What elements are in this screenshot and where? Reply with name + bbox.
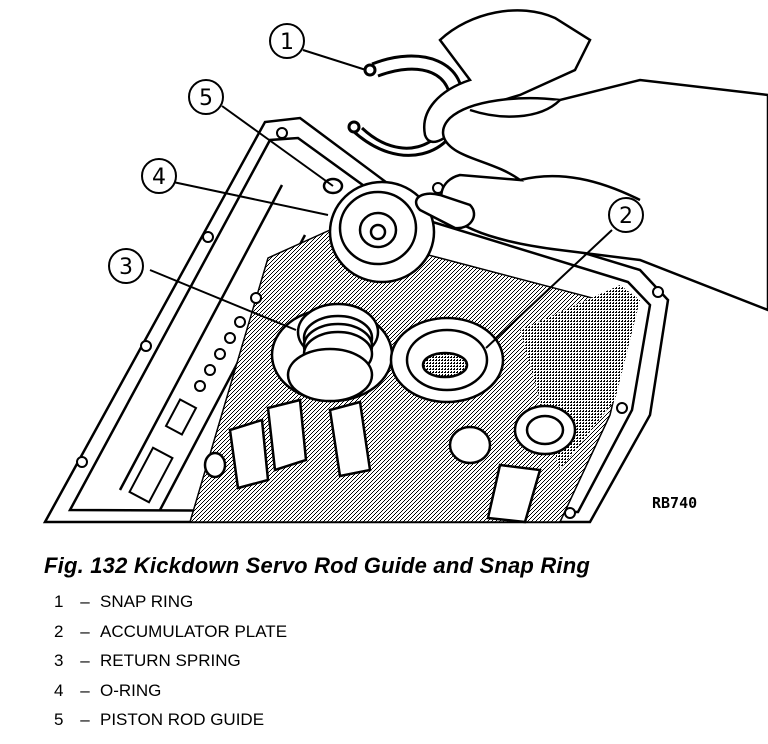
legend-dash: – <box>80 592 90 611</box>
legend-dash: – <box>80 651 90 670</box>
legend-item: 2–ACCUMULATOR PLATE <box>54 622 287 652</box>
legend-label: ACCUMULATOR PLATE <box>100 621 288 641</box>
piston-rod-guide <box>322 177 436 284</box>
svg-text:5: 5 <box>199 86 213 111</box>
callout-5: 5 <box>188 79 224 115</box>
legend-item: 1–SNAP RING <box>54 592 287 622</box>
callout-2: 2 <box>608 197 644 233</box>
svg-text:2: 2 <box>619 204 633 229</box>
diagram-illustration: 1 2 3 4 5 RB740 <box>42 9 768 524</box>
svg-text:4: 4 <box>152 165 166 190</box>
svg-text:1: 1 <box>280 30 294 55</box>
legend-number: 3 <box>54 651 64 670</box>
legend-item: 4–O-RING <box>54 681 287 711</box>
return-spring <box>270 302 394 403</box>
legend-dash: – <box>80 680 90 700</box>
legend-number: 4 <box>54 680 64 700</box>
legend-number: 2 <box>54 621 64 641</box>
valve-fittings <box>203 398 577 524</box>
legend-list: 1–SNAP RING 2–ACCUMULATOR PLATE 3–RETURN… <box>54 592 287 740</box>
figure-code: RB740 <box>652 494 697 512</box>
accumulator-plate <box>389 316 505 404</box>
case-bolt-holes <box>76 127 664 519</box>
legend-number: 5 <box>54 710 64 729</box>
callout-4: 4 <box>141 158 177 194</box>
legend-item: 5–PISTON ROD GUIDE <box>54 710 287 740</box>
technician-hands <box>414 9 768 312</box>
legend-label: RETURN SPRING <box>100 651 241 670</box>
svg-text:3: 3 <box>119 255 133 280</box>
side-passages <box>128 316 246 504</box>
legend-label: O-RING <box>100 680 162 700</box>
legend-number: 1 <box>54 592 64 611</box>
figure-caption: Fig. 132 Kickdown Servo Rod Guide and Sn… <box>44 553 591 578</box>
callout-1: 1 <box>269 23 305 59</box>
callout-leaders <box>149 49 613 349</box>
legend-dash: – <box>80 621 90 641</box>
legend-label: SNAP RING <box>100 592 194 611</box>
legend-dash: – <box>80 710 90 729</box>
callout-3: 3 <box>108 248 144 284</box>
legend-item: 3–RETURN SPRING <box>54 651 287 681</box>
legend-label: PISTON ROD GUIDE <box>100 710 265 729</box>
